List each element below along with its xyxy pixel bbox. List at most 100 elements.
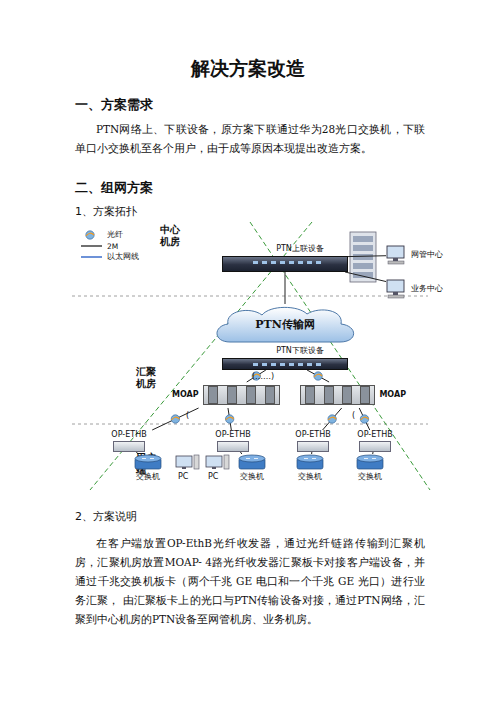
fiber-icon	[171, 415, 179, 423]
subsection-heading: 1、方案拓扑	[75, 205, 275, 219]
device-label: 交换机	[290, 472, 330, 482]
chassis-device	[203, 385, 280, 405]
port-light	[253, 261, 258, 264]
network-cloud-node: PTN传输网	[210, 304, 360, 346]
converter-node: OP-ETHB	[100, 430, 158, 452]
section-heading: 二、组网方案	[75, 180, 275, 196]
switch-icon	[296, 454, 324, 470]
body-paragraph: PTN网络上、下联设备，原方案下联通过华为28光口交换机，下联单口小交换机至各个…	[75, 120, 425, 158]
legend-sample	[80, 230, 104, 240]
legend-row: 2M	[80, 241, 118, 251]
terminal-node: 网管中心	[386, 242, 450, 268]
link-line	[311, 452, 312, 454]
port-light	[289, 261, 294, 264]
link-line	[359, 408, 370, 430]
converter-node: OP-ETHB	[346, 430, 404, 452]
card-slot	[360, 386, 370, 404]
legend-row: 以太网线	[80, 252, 139, 262]
port-light	[316, 363, 321, 366]
device-label: PC	[208, 472, 228, 482]
computer-icon	[386, 278, 408, 300]
section-heading: 一、方案需求	[75, 97, 275, 113]
device-label: 网管中心	[411, 250, 443, 260]
switch-icon	[238, 454, 266, 470]
link-line	[307, 370, 329, 382]
link-line	[240, 452, 241, 454]
switch-node: 交换机	[128, 454, 168, 484]
device-label: OP-ETHB	[346, 430, 404, 440]
fiber-icon	[225, 415, 233, 423]
port-light	[262, 261, 267, 264]
device-label: PC	[178, 472, 198, 482]
port-light	[307, 363, 312, 366]
ellipsis-note: (……)	[252, 372, 292, 382]
port-light	[307, 261, 312, 264]
rack-device	[222, 358, 348, 370]
link-line	[152, 408, 198, 430]
link-line	[345, 272, 386, 282]
port-light	[262, 363, 267, 366]
cloud-label: PTN传输网	[255, 320, 315, 330]
pc-icon	[206, 455, 229, 469]
link-line	[348, 255, 386, 257]
device-label: 业务中心	[411, 284, 443, 294]
device-label: OP-ETHB	[284, 430, 342, 440]
legend-sample	[80, 241, 104, 251]
device-label: PTN下联设备	[222, 346, 348, 356]
card-slot	[246, 386, 256, 404]
converter-device	[359, 441, 391, 452]
converter-node: OP-ETHB	[284, 430, 342, 452]
card-slot	[342, 386, 352, 404]
legend-text: 以太网线	[107, 252, 139, 262]
legend-sample	[80, 252, 104, 262]
device-label: MOAP	[379, 390, 406, 400]
card-slot	[227, 386, 237, 404]
zone-divider	[72, 424, 428, 425]
fiber-icon	[360, 415, 368, 423]
port-light	[280, 363, 285, 366]
card-slot	[208, 386, 218, 404]
device-label: 交换机	[350, 472, 390, 482]
link-line	[323, 408, 342, 430]
device-label: PTN上联设备	[222, 244, 348, 254]
legend-text: 光纤	[107, 230, 123, 240]
switch-node: 交换机	[232, 454, 272, 484]
card-slot	[305, 386, 315, 404]
device-label: OP-ETHB	[204, 430, 262, 440]
bracket-mark: (	[186, 411, 196, 421]
port-light	[253, 363, 258, 366]
equipment-node: MOAP	[172, 382, 280, 408]
fiber-icon	[328, 415, 336, 423]
link-line	[372, 452, 373, 454]
port-light	[271, 261, 276, 264]
chassis-device	[300, 385, 375, 405]
switch-node: 交换机	[290, 454, 330, 484]
zone-label: 汇聚 机房	[136, 366, 162, 390]
device-label: 交换机	[128, 472, 168, 482]
page-title: 解决方案改造	[0, 56, 496, 82]
port-light	[298, 363, 303, 366]
equipment-node: PTN下联设备	[222, 346, 348, 370]
zone-label: 中心 机房	[160, 224, 186, 248]
port-light	[280, 261, 285, 264]
rack-device	[222, 256, 348, 272]
equipment-node: MOAP	[300, 382, 406, 408]
device-label: 交换机	[232, 472, 272, 482]
switch-icon	[356, 454, 384, 470]
card-slot	[324, 386, 334, 404]
subsection-heading: 2、方案说明	[75, 510, 275, 524]
port-light	[298, 261, 303, 264]
converter-device	[113, 441, 145, 452]
body-paragraph: 在客户端放置OP-EthB光纤收发器，通过光纤链路传输到汇聚机房，汇聚机房放置M…	[75, 534, 425, 629]
legend-text: 2M	[107, 242, 118, 251]
equipment-node: PTN上联设备	[222, 244, 348, 272]
converter-device	[217, 441, 249, 452]
converter-device	[297, 441, 329, 452]
card-slot	[265, 386, 275, 404]
bracket-mark: (	[352, 411, 362, 421]
converter-node: OP-ETHB	[204, 430, 262, 452]
device-label: OP-ETHB	[100, 430, 158, 440]
port-light	[316, 261, 321, 264]
port-light	[289, 363, 294, 366]
computer-icon	[386, 244, 408, 266]
